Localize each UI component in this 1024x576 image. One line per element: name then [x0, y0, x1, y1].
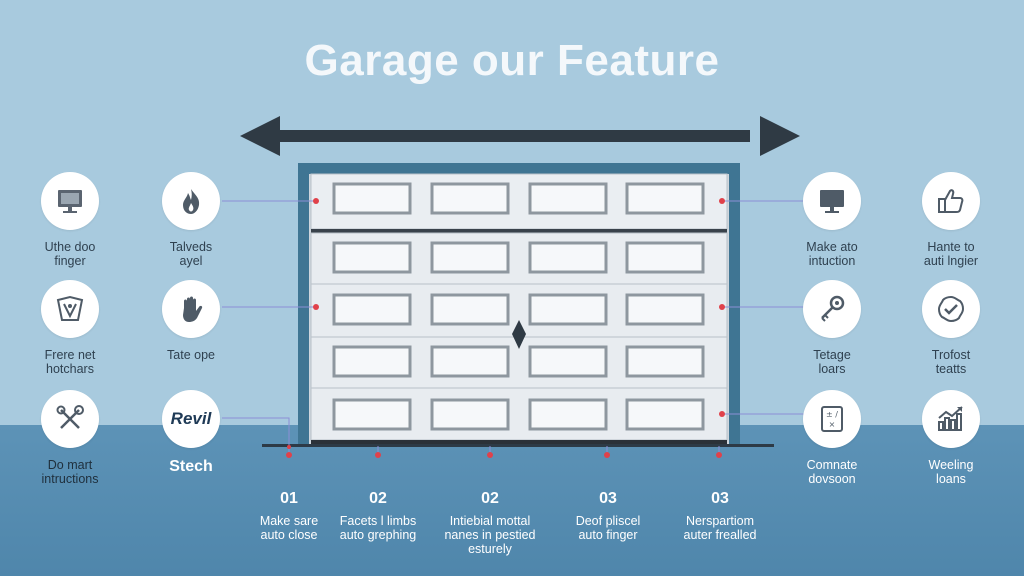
feature-line: Do mart — [47, 458, 93, 472]
garage-door — [310, 173, 728, 445]
monitor-icon — [41, 172, 99, 230]
calculator-icon: ± /× — [803, 390, 861, 448]
feature-line: Stech — [169, 458, 213, 475]
feature-line: loars — [818, 362, 846, 376]
feature-line: Make ato — [806, 240, 858, 254]
step-line: Facets l limbs — [339, 514, 417, 528]
thumbs-up-icon — [922, 172, 980, 230]
feature-line: ayel — [179, 254, 203, 268]
key-icon — [803, 280, 861, 338]
svg-text:± /: ± / — [826, 410, 838, 419]
feature-line: Hante to — [927, 240, 975, 254]
feature-line: Tetage — [813, 348, 851, 362]
flame-icon — [162, 172, 220, 230]
feature-line: hotchars — [46, 362, 94, 376]
feature-line: intuction — [808, 254, 856, 268]
step-line: Intiebial mottal — [449, 514, 531, 528]
step-line: auter frealled — [683, 528, 757, 542]
step-line: esturely — [468, 542, 512, 556]
floor-line — [262, 444, 774, 447]
tools-icon — [41, 390, 99, 448]
feature-left-6: Revil Stech — [131, 390, 251, 475]
page-title: Garage our Feature — [304, 36, 720, 85]
feature-left-4: Tate ope — [131, 280, 251, 362]
door-handle — [512, 320, 526, 349]
feature-line: dovsoon — [808, 472, 856, 486]
feature-line: teatts — [935, 362, 967, 376]
step-line: auto grephing — [339, 528, 417, 542]
feature-line: finger — [54, 254, 86, 268]
step-number: 01 — [280, 490, 298, 507]
step-number: 03 — [599, 490, 617, 507]
hand-icon — [162, 280, 220, 338]
feature-line: Weeling — [928, 458, 974, 472]
connector-dots — [286, 198, 725, 458]
feature-line: auti lngier — [923, 254, 979, 268]
step-line: Make sare — [259, 514, 319, 528]
brand-text: Revil — [170, 409, 212, 428]
security-icon — [41, 280, 99, 338]
step-line: Deof pliscel — [575, 514, 641, 528]
step-line: auto close — [260, 528, 318, 542]
step-number: 03 — [711, 490, 729, 507]
floor-background — [0, 425, 1024, 576]
feature-line: Uthe doo — [44, 240, 96, 254]
feature-line: loans — [936, 472, 966, 486]
svg-text:×: × — [829, 420, 836, 429]
feature-line: Talveds — [169, 240, 213, 254]
feature-line: intructions — [41, 472, 99, 486]
growth-chart-icon — [922, 390, 980, 448]
feature-line: Comnate — [806, 458, 858, 472]
step-number: 02 — [369, 490, 387, 507]
brand-logo: Revil — [162, 390, 220, 448]
feature-line: Tate ope — [167, 348, 215, 362]
feature-line: Frere net — [44, 348, 96, 362]
double-arrow — [240, 116, 800, 156]
step-line: Nerspartiom — [685, 514, 755, 528]
step-number: 02 — [481, 490, 499, 507]
badge-check-icon — [922, 280, 980, 338]
step-line: auto finger — [578, 528, 638, 542]
feature-line: Trofost — [931, 348, 971, 362]
monitor-icon — [803, 172, 861, 230]
step-line: nanes in pestied — [444, 528, 536, 542]
